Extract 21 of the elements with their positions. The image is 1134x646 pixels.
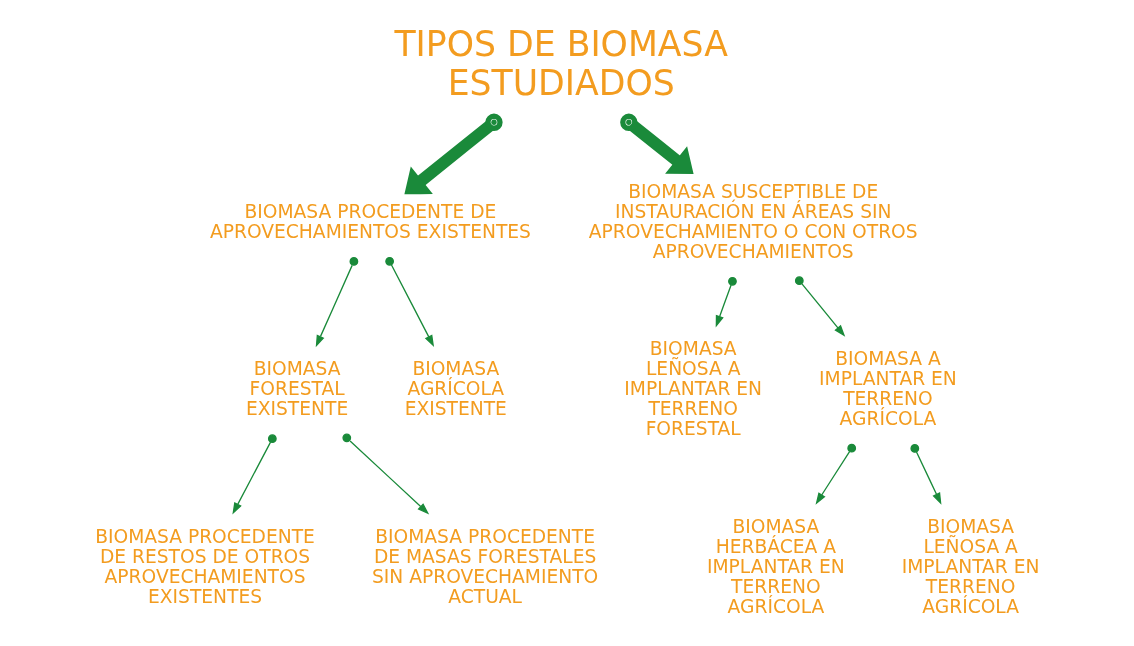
- node-text: BIOMASA FORESTAL EXISTENTE: [245, 358, 348, 420]
- node-text: BIOMASA HERBÁCEA A IMPLANTAR EN TERRENO AGRÍCOLA: [706, 515, 845, 617]
- node-text: BIOMASA AGRÍCOLA EXISTENTE: [404, 358, 507, 420]
- arrow: [341, 433, 429, 515]
- arrow: [403, 113, 503, 195]
- node-text: BIOMASA PROCEDENTE DE MASAS FORESTALES SIN APROVECHAMIENTO ACTUAL: [371, 525, 598, 607]
- node-text: TIPOS DE BIOMASA ESTUDIADOS: [393, 23, 728, 103]
- node-text: BIOMASA SUSCEPTIBLE DE INSTAURACIÓN EN ÁREAS SIN APROVECHAMIENTO O CON OTROS APROVECHAMIENTOS: [588, 180, 918, 262]
- node-text: BIOMASA LEÑOSA A IMPLANTAR EN TERRENO FORESTAL: [623, 338, 762, 440]
- node-text: BIOMASA PROCEDENTE DE RESTOS DE OTROS APROVECHAMIENTOS EXISTENTES: [94, 525, 315, 607]
- arrow: [384, 256, 434, 348]
- arrow: [231, 434, 277, 515]
- node-text: BIOMASA A IMPLANTAR EN TERRENO AGRÍCOLA: [818, 348, 957, 430]
- arrow: [715, 276, 737, 328]
- arrow: [619, 113, 694, 174]
- arrow: [909, 444, 941, 505]
- arrow: [794, 276, 845, 337]
- arrow: [315, 257, 358, 348]
- node-text: BIOMASA LEÑOSA A IMPLANTAR EN TERRENO AGRÍCOLA: [901, 515, 1040, 617]
- arrow: [815, 443, 856, 505]
- node-text: BIOMASA PROCEDENTE DE APROVECHAMIENTOS EXISTENTES: [209, 200, 531, 242]
